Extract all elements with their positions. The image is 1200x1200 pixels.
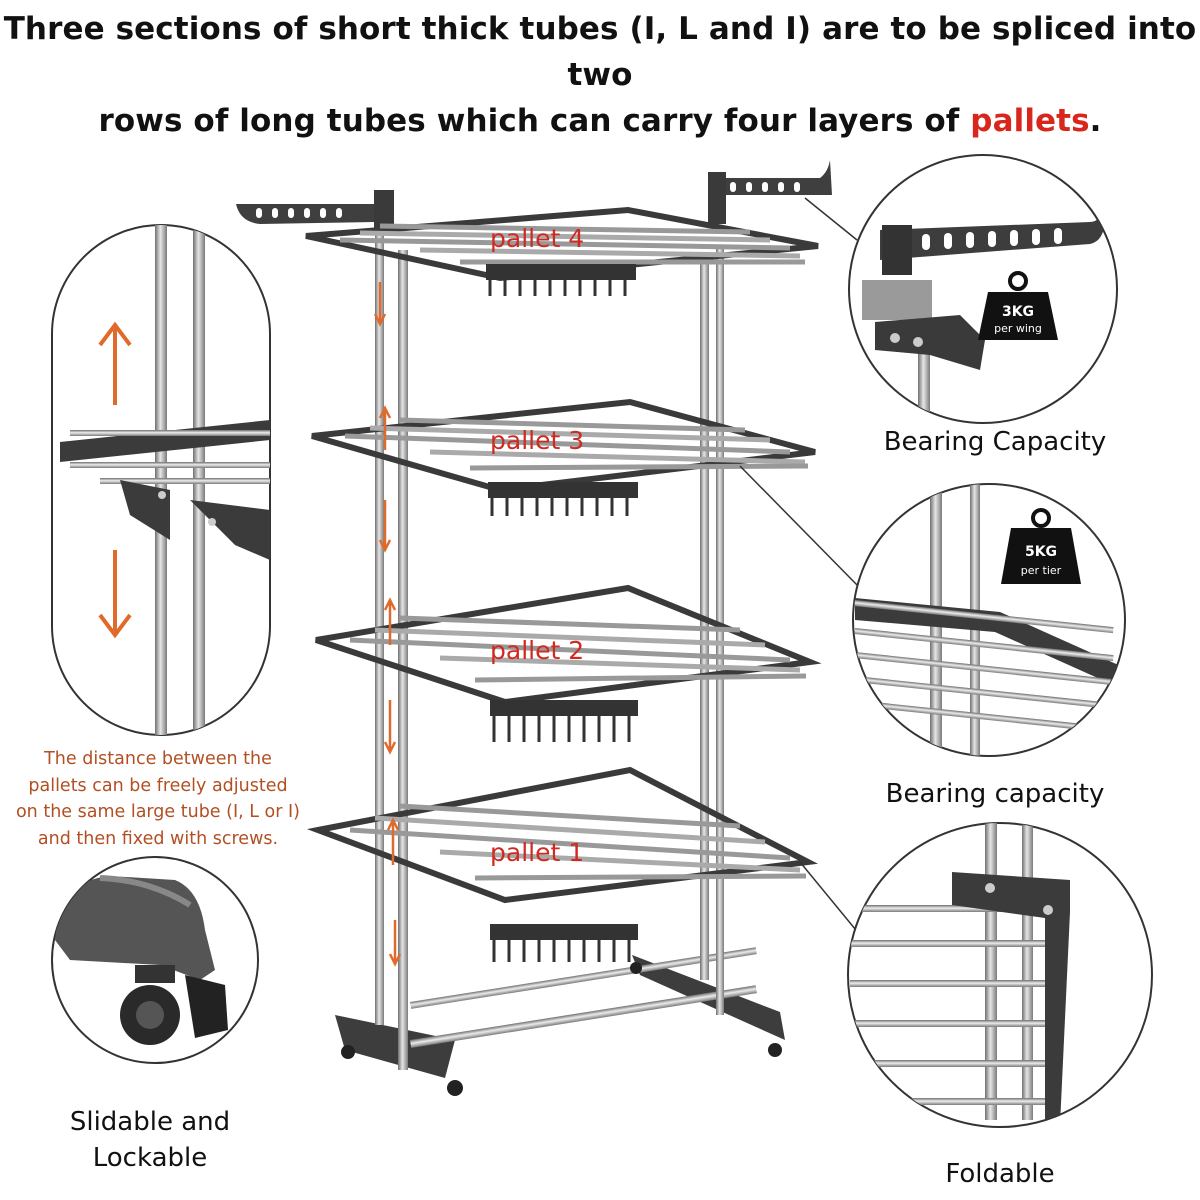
tier-callout (852, 483, 1126, 757)
headline: Three sections of short thick tubes (I, … (0, 6, 1200, 144)
wheel-caption-line-2: Lockable (92, 1143, 208, 1173)
headline-period: . (1089, 103, 1102, 139)
pallet-label-3: pallet 3 (490, 426, 585, 455)
tier-capacity-caption: Bearing capacity (885, 779, 1105, 809)
adjust-arrows (373, 282, 402, 967)
headline-line-2: rows of long tubes which can carry four … (0, 98, 1200, 144)
weight-5kg-icon (1001, 508, 1081, 584)
pallet-label-2: pallet 2 (490, 636, 585, 665)
headline-line-1: Three sections of short thick tubes (I, … (3, 11, 1197, 93)
note-line-1: The distance between the (44, 749, 272, 769)
weight-5kg-value: 5KG (1025, 544, 1057, 560)
pallet-label-1: pallet 1 (490, 838, 585, 867)
callout-connectors (739, 197, 861, 936)
weight-5kg-unit: per tier (1021, 564, 1062, 577)
pallet-label-4: pallet 4 (490, 224, 585, 253)
tier-1 (306, 766, 818, 962)
weight-3kg-unit: per wing (994, 322, 1042, 335)
arrow-up-icon (98, 321, 132, 405)
foldable-caption: Foldable (945, 1159, 1055, 1189)
weight-3kg-value: 3KG (1002, 304, 1034, 320)
wing-callout (848, 154, 1118, 424)
wheel-caption-line-1: Slidable and (69, 1107, 231, 1137)
note-line-4: and then fixed with screws. (37, 828, 279, 849)
headline-highlight: pallets (970, 103, 1090, 139)
wing-capacity-caption: Bearing Capacity (883, 427, 1107, 457)
tier-4 (305, 206, 819, 296)
adjust-detail-callout (51, 224, 271, 736)
foldable-callout (847, 822, 1153, 1128)
headline-text: rows of long tubes which can carry four … (98, 103, 971, 139)
drying-rack (236, 160, 832, 1096)
tier-2 (315, 584, 822, 742)
arrow-down-icon (98, 550, 132, 639)
adjustment-note: The distance between the pallets can be … (8, 746, 308, 852)
wheel-caption: Slidable and Lockable (20, 1104, 280, 1176)
note-line-3: on the same large tube (I, L or I) (15, 802, 301, 822)
weight-3kg-icon (978, 271, 1058, 340)
tier-3 (311, 398, 816, 516)
note-line-2: pallets can be freely adjusted (28, 775, 288, 796)
wheel-callout (51, 856, 259, 1064)
